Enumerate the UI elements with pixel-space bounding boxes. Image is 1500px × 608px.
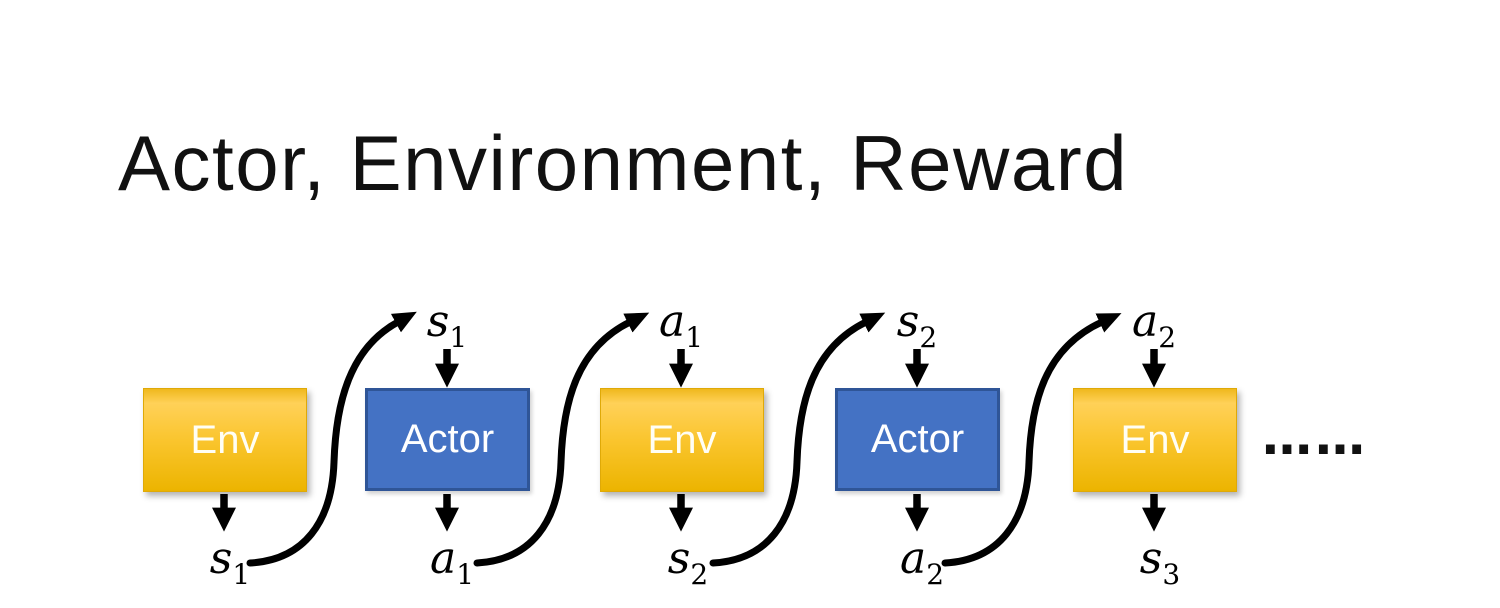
label-a2-bottom: a2 xyxy=(899,533,945,591)
env-box-3: Env xyxy=(1073,388,1237,492)
slide-title: Actor, Environment, Reward xyxy=(118,119,1129,207)
env-box-2: Env xyxy=(600,388,764,492)
label-a1-top: a1 xyxy=(658,296,704,354)
label-s2-bottom: s2 xyxy=(667,533,709,591)
env-box-2-label: Env xyxy=(647,417,717,462)
label-s3-bottom: s3 xyxy=(1139,533,1181,591)
label-a2-top: a2 xyxy=(1131,296,1177,354)
env-box-1-label: Env xyxy=(190,417,260,462)
actor-box-2-label: Actor xyxy=(870,417,965,461)
label-s1-top: s1 xyxy=(426,296,468,354)
actor-box-1: Actor xyxy=(365,388,530,491)
continuation-ellipsis: …… xyxy=(1262,408,1368,466)
label-s2-top: s2 xyxy=(896,296,938,354)
actor-box-2: Actor xyxy=(835,388,1000,491)
env-box-1: Env xyxy=(143,388,307,492)
actor-box-1-label: Actor xyxy=(400,417,495,461)
env-box-3-label: Env xyxy=(1120,417,1190,462)
label-a1-bottom: a1 xyxy=(429,533,475,591)
label-s1-bottom: s1 xyxy=(209,533,251,591)
